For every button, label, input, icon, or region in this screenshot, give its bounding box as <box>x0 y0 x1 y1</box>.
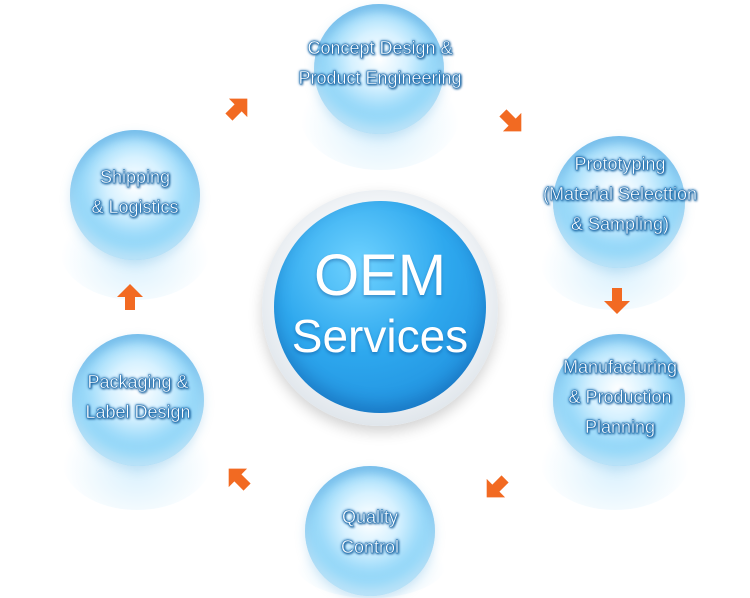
node-manufacturing <box>553 334 685 466</box>
node-quality-control-label: Quality Control <box>300 502 440 562</box>
center-disc <box>274 201 486 413</box>
arrow-icon <box>117 284 143 310</box>
center-title-line1: OEM <box>313 243 447 308</box>
label-line: Packaging & <box>87 372 189 392</box>
label-line: Concept Design & <box>307 38 453 58</box>
node-quality-control <box>305 466 435 596</box>
center-title-line2: Services <box>291 310 469 362</box>
label-line: Control <box>340 537 400 557</box>
label-line: Quality <box>341 507 399 527</box>
arrow-icon <box>477 469 515 507</box>
node-packaging-label: Packaging & Label Design <box>62 367 214 427</box>
label-line: Prototyping <box>574 154 666 174</box>
arrow-icon <box>493 103 531 141</box>
node-shipping-label: Shipping & Logistics <box>60 162 210 222</box>
label-line: & Production <box>568 387 672 407</box>
label-line: (Material Selecttion <box>542 184 698 204</box>
label-line: Manufacturing <box>562 357 678 377</box>
label-line: & Logistics <box>91 197 179 217</box>
arrow-icon <box>219 89 257 127</box>
arrow-icon <box>219 459 257 497</box>
label-line: Product Engineering <box>298 68 462 88</box>
node-packaging <box>72 334 204 466</box>
node-shipping <box>70 130 200 260</box>
node-concept-design <box>314 4 444 134</box>
label-line: Shipping <box>99 167 171 187</box>
label-line: Label Design <box>85 402 191 422</box>
node-concept-design-label: Concept Design & Product Engineering <box>260 33 500 93</box>
arrow-icon <box>604 288 630 314</box>
node-manufacturing-label: Manufacturing & Production Planning <box>530 352 710 442</box>
node-prototyping-label: Prototyping (Material Selecttion & Sampl… <box>522 149 718 239</box>
label-line: & Sampling) <box>570 214 670 234</box>
label-line: Planning <box>584 417 656 437</box>
node-prototyping <box>553 136 685 268</box>
